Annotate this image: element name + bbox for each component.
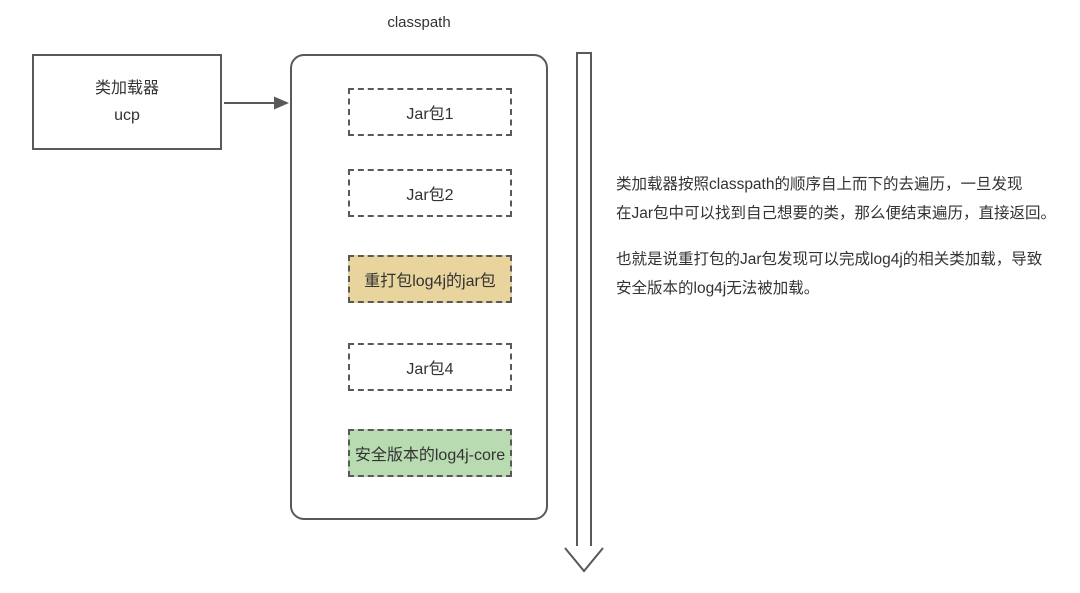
jar-box-label: Jar包1 (406, 106, 454, 123)
jar-box-jar1: Jar包1 (348, 88, 512, 136)
class-loader-label: 类加载器 (94, 80, 159, 97)
jar-box-jar2: Jar包2 (348, 169, 512, 217)
ucp-label: ucp (114, 107, 140, 124)
right-arrow-icon (224, 96, 289, 110)
explanation-line: 安全版本的log4j无法被加载。 (616, 280, 820, 297)
explanation-line: 也就是说重打包的Jar包发现可以完成log4j的相关类加载，导致 (616, 251, 1043, 268)
jar-box-repacked-log4j: 重打包log4j的jar包 (348, 255, 512, 303)
explanation-paragraph-1: 类加载器按照classpath的顺序自上而下的去遍历，一旦发现 在Jar包中可以… (616, 170, 1076, 228)
jar-box-label: 重打包log4j的jar包 (364, 273, 496, 290)
jar-box-label: 安全版本的log4j-core (354, 447, 506, 464)
class-loader-box: 类加载器 ucp (32, 54, 222, 150)
jar-box-safe-log4j-core: 安全版本的log4j-core (348, 429, 512, 477)
explanation-text: 类加载器按照classpath的顺序自上而下的去遍历，一旦发现 在Jar包中可以… (616, 170, 1076, 320)
explanation-paragraph-2: 也就是说重打包的Jar包发现可以完成log4j的相关类加载，导致 安全版本的lo… (616, 245, 1076, 303)
down-arrow-icon (564, 52, 604, 573)
jar-box-label: Jar包2 (406, 187, 454, 204)
jar-box-jar4: Jar包4 (348, 343, 512, 391)
classpath-label: classpath (387, 14, 451, 31)
explanation-line: 在Jar包中可以找到自己想要的类，那么便结束遍历，直接返回。 (616, 205, 1057, 222)
explanation-line: 类加载器按照classpath的顺序自上而下的去遍历，一旦发现 (616, 176, 1023, 193)
jar-box-label: Jar包4 (406, 361, 454, 378)
